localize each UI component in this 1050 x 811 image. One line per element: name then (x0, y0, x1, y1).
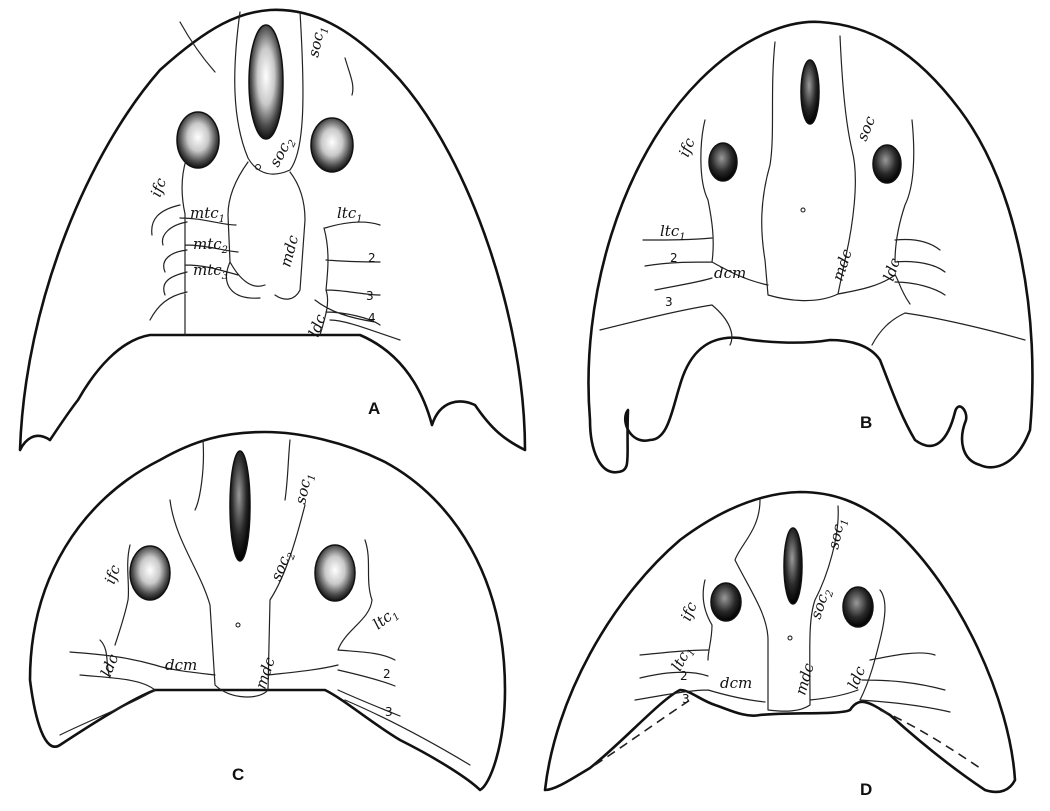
label-ifc-c: ifc (101, 562, 125, 586)
panel-letter-a: A (368, 399, 380, 418)
pineal-opening-b (801, 60, 819, 124)
panel-d: soc1 soc2 ifc ltc1 2 3 dcm mdc ldc D (545, 492, 1015, 799)
head-shield-outline-c (30, 432, 505, 790)
label-2-d: 2 (680, 669, 688, 683)
orbit-right-b (873, 145, 901, 183)
label-soc1-a: soc1 (304, 24, 331, 59)
label-3-b: 3 (665, 295, 673, 309)
label-soc2-a: soc2 (266, 134, 299, 172)
panel-c: soc1 soc2 ifc ltc1 ldc dcm mdc 2 3 C (30, 432, 505, 790)
orbit-right-a (311, 118, 353, 172)
label-dcm-d: dcm (720, 674, 752, 692)
label-mdc-b: mdc (829, 246, 856, 283)
orbit-left-a (177, 112, 219, 168)
label-mtc1-a: mtc1 (190, 204, 225, 225)
orbit-left-d (711, 583, 741, 621)
label-3-d: 3 (682, 692, 690, 706)
label-soc2-c: soc2 (267, 548, 298, 585)
label-2-a: 2 (368, 251, 376, 265)
label-3-c: 3 (385, 705, 393, 719)
median-pore-d (788, 636, 792, 640)
label-ifc-b: ifc (675, 135, 699, 160)
panel-letter-c: C (232, 765, 244, 784)
head-shield-outline-d (545, 492, 1015, 792)
label-soc-b: soc (853, 113, 879, 144)
canal-lines-c (60, 440, 470, 765)
panel-letter-b: B (860, 413, 872, 432)
panel-a: soc1 soc2 ifc mtc1 mtc2 mtc3 mdc ltc1 2 … (20, 10, 525, 450)
label-mtc3-a: mtc3 (193, 261, 228, 282)
pineal-opening-d (784, 528, 802, 604)
label-mtc2-a: mtc2 (193, 235, 228, 256)
label-soc1-c: soc1 (291, 471, 318, 506)
label-2-c: 2 (383, 667, 391, 681)
label-4-a: 4 (368, 311, 376, 325)
label-dcm-b: dcm (714, 264, 746, 282)
label-mdc-c: mdc (252, 654, 279, 691)
label-ltc1-c: ltc1 (369, 603, 402, 635)
orbit-right-d (843, 587, 873, 627)
orbit-right-c (315, 545, 355, 601)
label-dcm-c: dcm (165, 656, 197, 674)
label-3-a: 3 (366, 289, 374, 303)
label-soc2-d: soc2 (807, 586, 837, 622)
panel-letter-d: D (860, 780, 872, 799)
label-2-b: 2 (670, 251, 678, 265)
dashed-margin-left-d (595, 700, 690, 765)
label-mdc-d: mdc (792, 661, 818, 698)
panel-b: ifc soc ltc1 2 3 dcm mdc ldc B (588, 22, 1032, 472)
label-ifc-a: ifc (147, 175, 171, 199)
label-mdc-a: mdc (276, 233, 302, 269)
label-ldc-b: ldc (880, 255, 904, 283)
orbit-left-c (130, 546, 170, 600)
pineal-opening-c (230, 451, 250, 561)
median-pore-c (236, 623, 240, 627)
label-ltc1-a: ltc1 (337, 204, 363, 225)
orbit-left-b (709, 143, 737, 181)
median-pore-b (801, 208, 805, 212)
label-ltc1-b: ltc1 (660, 222, 686, 243)
pineal-opening-a (249, 25, 283, 139)
label-ifc-d: ifc (677, 599, 701, 624)
